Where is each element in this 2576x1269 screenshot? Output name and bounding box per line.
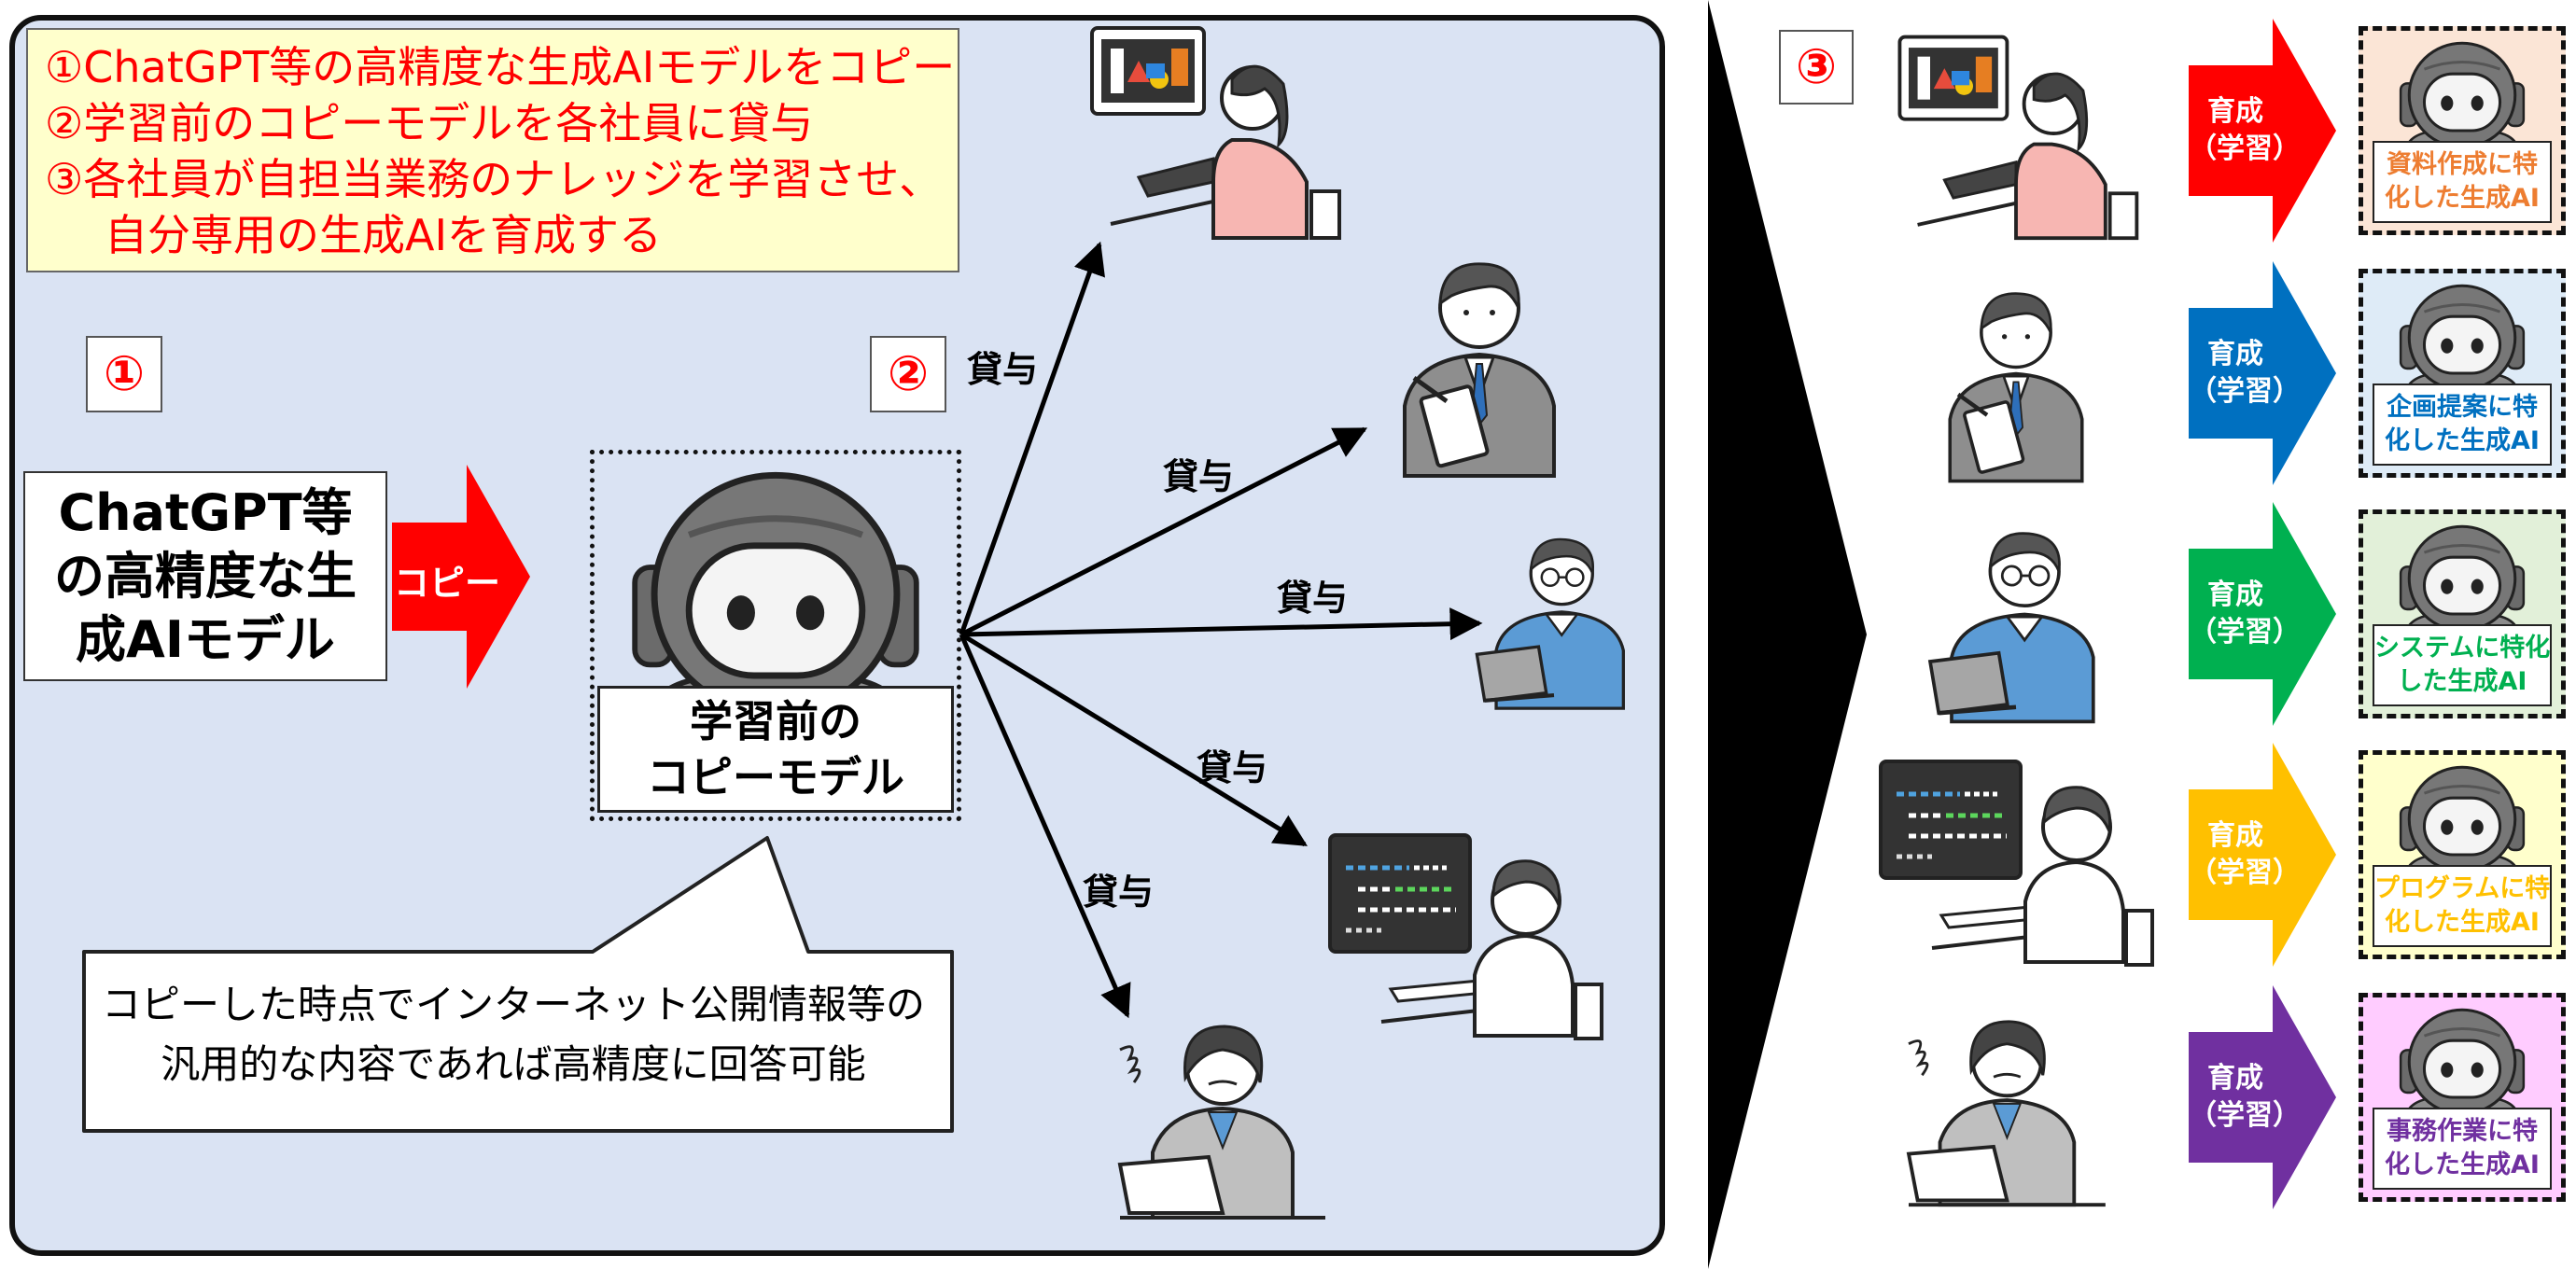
specialized-ai-line-2: した生成AI (2397, 667, 2527, 696)
source-line-1: ChatGPT等 (58, 482, 353, 542)
lend-label-3: 貸与 (1277, 578, 1349, 619)
specialized-ai-card: 資料作成に特化した生成AI (2359, 26, 2566, 235)
trained-designer-icon (1876, 28, 2156, 243)
speech-bubble (82, 836, 954, 1133)
lend-arrow-3 (960, 607, 1483, 641)
specialized-ai-line-2: 化した生成AI (2385, 184, 2540, 213)
section-divider (1708, 0, 1867, 1269)
specialized-ai-label: システムに特化した生成AI (2373, 624, 2552, 706)
growth-label: 育成 （学習） (2189, 93, 2301, 168)
source-line-3: 成AIモデル (76, 609, 335, 669)
specialized-ai-line-1: 資料作成に特 (2387, 150, 2538, 179)
lend-label-1: 貸与 (967, 349, 1039, 390)
employee-developer-icon (1325, 826, 1605, 1040)
copy-model-label: 学習前の コピーモデル (597, 686, 954, 813)
speech-line-1: コピーした時点でインターネット公開情報等の (101, 982, 925, 1027)
marker-1: ① (86, 336, 162, 412)
trained-developer-icon (1876, 752, 2156, 967)
growth-arrow (2189, 502, 2336, 726)
growth-line-1: 育成 (2207, 1062, 2263, 1095)
specialized-ai-label: 資料作成に特化した生成AI (2373, 141, 2552, 223)
model-line-1: 学習前の (690, 696, 861, 746)
growth-label: 育成 （学習） (2189, 817, 2301, 892)
trained-planner-icon (1876, 271, 2156, 485)
growth-line-1: 育成 (2207, 819, 2263, 852)
lend-arrow-2 (959, 426, 1368, 637)
lend-label-5: 貸与 (1083, 872, 1155, 913)
specialized-ai-line-2: 化した生成AI (2385, 426, 2540, 455)
step-line-1: ①ChatGPT等の高精度な生成AIモデルをコピー (45, 42, 956, 92)
growth-label: 育成 （学習） (2189, 577, 2301, 651)
specialized-ai-label: プログラムに特化した生成AI (2373, 865, 2552, 947)
specialized-ai-card: 事務作業に特化した生成AI (2359, 993, 2566, 1202)
specialized-ai-line-2: 化した生成AI (2385, 908, 2540, 937)
lending-arrows (959, 241, 1483, 1019)
growth-line-2: （学習） (2189, 857, 2301, 889)
growth-label: 育成 （学習） (2189, 336, 2301, 411)
lend-arrow-4 (959, 632, 1308, 847)
lend-label-2: 貸与 (1163, 456, 1235, 497)
speech-line-2: 汎用的な内容であれば高精度に回答可能 (161, 1041, 866, 1087)
growth-arrow (2189, 261, 2336, 485)
growth-arrow (2189, 19, 2336, 243)
trained-engineer-icon (1876, 511, 2156, 726)
growth-line-2: （学習） (2189, 1099, 2301, 1132)
copy-arrow (392, 465, 530, 689)
growth-label: 育成 （学習） (2189, 1060, 2301, 1135)
growth-line-1: 育成 (2207, 95, 2263, 128)
growth-line-1: 育成 (2207, 579, 2263, 611)
specialized-ai-label: 事務作業に特化した生成AI (2373, 1108, 2552, 1190)
employee-planner-icon (1377, 238, 1582, 481)
copy-arrow-label: コピー (393, 563, 500, 604)
specialized-ai-line-1: システムに特化 (2374, 634, 2551, 662)
source-line-2: の高精度な生 (54, 546, 357, 606)
specialized-ai-line-1: 事務作業に特 (2387, 1117, 2538, 1146)
lend-arrow-1 (959, 241, 1105, 635)
growth-line-2: （学習） (2189, 375, 2301, 408)
specialized-ai-label: 企画提案に特化した生成AI (2373, 383, 2552, 466)
employee-engineer-icon (1465, 518, 1643, 714)
specialized-ai-line-2: 化した生成AI (2385, 1150, 2540, 1179)
marker-3: ③ (1779, 30, 1854, 105)
growth-line-1: 育成 (2207, 338, 2263, 370)
growth-line-2: （学習） (2189, 616, 2301, 648)
specialized-ai-line-1: 企画提案に特 (2387, 393, 2538, 422)
employee-designer-icon (1073, 19, 1353, 243)
source-model-box: ChatGPT等 の高精度な生 成AIモデル (23, 471, 387, 681)
step-line-3: ③各社員が自担当業務のナレッジを学習させ、 (45, 154, 943, 204)
lend-arrow-5 (959, 634, 1131, 1019)
lend-label-4: 貸与 (1197, 747, 1268, 788)
model-line-2: コピーモデル (647, 752, 904, 802)
employee-clerk-icon (1111, 998, 1353, 1222)
marker-2: ② (870, 336, 946, 412)
growth-arrow (2189, 743, 2336, 967)
growth-arrow (2189, 985, 2336, 1209)
steps-box: ①ChatGPT等の高精度な生成AIモデルをコピー ②学習前のコピーモデルを各社… (26, 28, 959, 272)
step-line-2: ②学習前のコピーモデルを各社員に貸与 (45, 98, 814, 148)
specialized-ai-line-1: プログラムに特 (2374, 874, 2551, 903)
specialized-ai-card: システムに特化した生成AI (2359, 509, 2566, 718)
trained-clerk-icon (1876, 995, 2156, 1209)
speech-text: コピーした時点でインターネット公開情報等の 汎用的な内容であれば高精度に回答可能 (93, 975, 933, 1115)
step-line-4: 自分専用の生成AIを育成する (105, 210, 663, 260)
specialized-ai-card: プログラムに特化した生成AI (2359, 750, 2566, 959)
specialized-ai-card: 企画提案に特化した生成AI (2359, 269, 2566, 478)
growth-line-2: （学習） (2189, 132, 2301, 165)
